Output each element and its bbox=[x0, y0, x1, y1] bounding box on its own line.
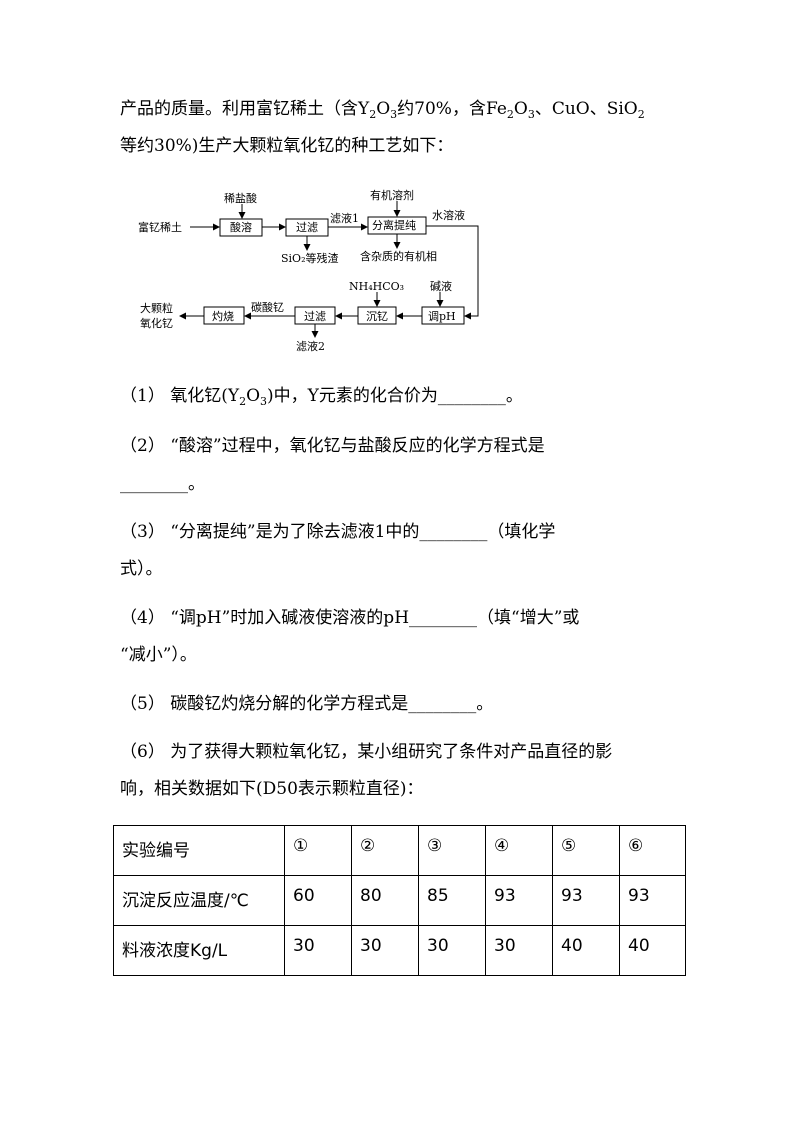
intro-text: O bbox=[513, 99, 528, 119]
label-product-2: 氧化钇 bbox=[140, 316, 173, 330]
experiment-table: 实验编号 ① ② ③ ④ ⑤ ⑥ 沉淀反应温度/℃ 60 80 85 93 93… bbox=[113, 825, 686, 976]
table-row: 料液浓度Kg/L 30 30 30 30 40 40 bbox=[113, 925, 686, 976]
table-cell: ⑤ bbox=[552, 825, 620, 876]
subscript: 2 bbox=[506, 108, 514, 121]
table-cell: ⑥ bbox=[619, 825, 686, 876]
label-carbonate: 碳酸钇 bbox=[251, 300, 284, 314]
intro-text: O bbox=[376, 99, 391, 119]
label-separate: 分离提纯 bbox=[372, 218, 416, 232]
label-product-1: 大颗粒 bbox=[140, 301, 173, 315]
label-adjust-ph: 调pH bbox=[428, 310, 456, 323]
table-cell: ① bbox=[284, 825, 352, 876]
table-cell: 30 bbox=[418, 925, 486, 976]
question-2-line-2: ________。 bbox=[120, 474, 205, 494]
label-nh4hco3: NH₄HCO₃ bbox=[349, 280, 404, 293]
label-organic-phase: 含杂质的有机相 bbox=[360, 249, 437, 263]
process-flowchart: 富钇稀土 稀盐酸 酸溶 过滤 SiO₂等残渣 滤液1 有机溶剂 分离提纯 水溶液… bbox=[138, 188, 479, 353]
table-cell: 40 bbox=[552, 925, 620, 976]
label-raw: 富钇稀土 bbox=[138, 220, 182, 234]
intro-text: 约70%，含Fe bbox=[397, 99, 507, 119]
subscript: 3 bbox=[390, 108, 398, 121]
label-alkali: 碱液 bbox=[430, 279, 452, 293]
question-3-line-2: 式）。 bbox=[120, 559, 163, 579]
intro-line-2: 等约30%)生产大颗粒氧化钇的种工艺如下： bbox=[120, 136, 454, 156]
label-filtrate-2: 滤液2 bbox=[296, 339, 325, 353]
subscript: 2 bbox=[239, 395, 247, 408]
table-cell: ② bbox=[351, 825, 419, 876]
label-precipitate: 沉钇 bbox=[366, 310, 388, 323]
question-4-line-2: “减小”）。 bbox=[120, 645, 197, 665]
question-2-line-1: （2） “酸溶”过程中，氧化钇与盐酸反应的化学方程式是 bbox=[120, 436, 545, 456]
table-cell: 沉淀反应温度/℃ bbox=[113, 875, 285, 926]
question-1: （1） 氧化钇(Y2O3)中，Y元素的化合价为________。 bbox=[120, 384, 523, 410]
question-4-line-1: （4） “调pH”时加入碱液使溶液的pH________（填“增大”或 bbox=[120, 608, 580, 628]
subscript: 3 bbox=[527, 108, 535, 121]
table-cell: ③ bbox=[418, 825, 486, 876]
label-organic-solvent: 有机溶剂 bbox=[370, 188, 414, 202]
intro-line-1: 产品的质量。利用富钇稀土（含Y2O3约70%，含Fe2O3、CuO、SiO2 bbox=[120, 97, 645, 123]
table-cell: 料液浓度Kg/L bbox=[113, 925, 285, 976]
table-row: 实验编号 ① ② ③ ④ ⑤ ⑥ bbox=[113, 825, 686, 876]
table-cell: 30 bbox=[485, 925, 553, 976]
table-cell: 93 bbox=[485, 875, 553, 926]
question-text: O bbox=[246, 386, 261, 406]
table-cell: 30 bbox=[284, 925, 352, 976]
table-cell: 93 bbox=[552, 875, 620, 926]
question-text: （1） 氧化钇(Y bbox=[120, 386, 240, 406]
label-filtrate-1: 滤液1 bbox=[330, 211, 359, 225]
table-row: 沉淀反应温度/℃ 60 80 85 93 93 93 bbox=[113, 875, 686, 926]
question-5: （5） 碳酸钇灼烧分解的化学方程式是________。 bbox=[120, 694, 494, 714]
table-cell: 60 bbox=[284, 875, 352, 926]
table-cell: 93 bbox=[619, 875, 686, 926]
question-6-line-2: 响，相关数据如下(D50表示颗粒直径)： bbox=[120, 779, 424, 799]
subscript: 2 bbox=[369, 108, 377, 121]
label-aqueous: 水溶液 bbox=[432, 208, 465, 222]
label-filter-2: 过滤 bbox=[304, 310, 326, 323]
question-3-line-1: （3） “分离提纯”是为了除去滤液1中的________（填化学 bbox=[120, 522, 556, 542]
table-cell: 40 bbox=[619, 925, 686, 976]
label-filter-1: 过滤 bbox=[296, 221, 318, 234]
table-cell: 30 bbox=[351, 925, 419, 976]
question-6-line-1: （6） 为了获得大颗粒氧化钇，某小组研究了条件对产品直径的影 bbox=[120, 742, 613, 762]
label-residue: SiO₂等残渣 bbox=[281, 251, 338, 265]
intro-text: 、CuO、SiO bbox=[534, 99, 638, 119]
table-cell: 85 bbox=[418, 875, 486, 926]
table-cell: 实验编号 bbox=[113, 825, 285, 876]
arrow bbox=[426, 225, 479, 320]
intro-text: 产品的质量。利用富钇稀土（含Y bbox=[120, 99, 370, 119]
subscript: 3 bbox=[260, 395, 268, 408]
table-cell: 80 bbox=[351, 875, 419, 926]
label-hcl: 稀盐酸 bbox=[224, 191, 257, 205]
label-calcine: 灼烧 bbox=[212, 309, 234, 323]
table-cell: ④ bbox=[485, 825, 553, 876]
label-acid-dissolve: 酸溶 bbox=[230, 220, 252, 234]
question-text: )中，Y元素的化合价为________。 bbox=[267, 386, 523, 406]
subscript: 2 bbox=[637, 108, 645, 121]
